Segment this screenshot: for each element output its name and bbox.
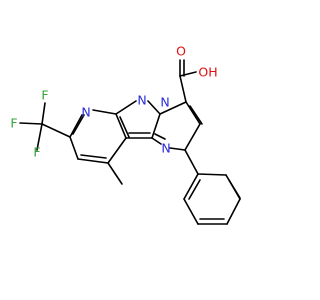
atom-fluorine-1: F — [41, 88, 48, 103]
atom-nitrogen-pyrimidine: N — [161, 141, 170, 156]
atom-oxygen-hydroxyl: OH — [198, 65, 217, 80]
atom-fluorine-2: F — [10, 116, 17, 131]
molecule-structure: N N N N O OH F F F — [10, 44, 241, 225]
atom-oxygen-carbonyl: O — [176, 44, 186, 59]
atom-nitrogen-pyrazole-1: N — [137, 93, 146, 108]
atom-nitrogen-pyrazole-2: N — [160, 95, 169, 110]
bond-lines — [19, 59, 241, 225]
atom-fluorine-3: F — [33, 145, 40, 160]
atom-labels: N N N N O OH F F F — [10, 44, 217, 160]
atom-nitrogen-pyridine: N — [81, 105, 90, 120]
